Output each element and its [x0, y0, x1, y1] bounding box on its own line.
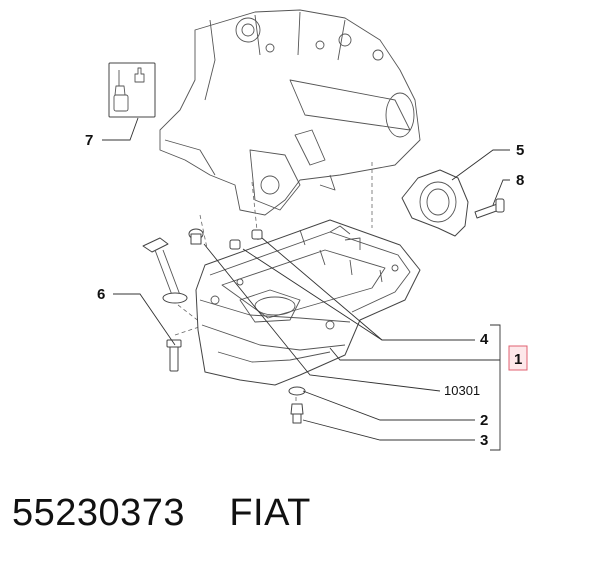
bolt-8	[474, 198, 505, 219]
plugs	[188, 228, 263, 250]
callout-4[interactable]: 4	[480, 331, 489, 348]
engine-block	[159, 9, 421, 216]
sealant-kit	[108, 62, 156, 118]
callout-6[interactable]: 6	[97, 286, 105, 303]
callout-5[interactable]: 5	[516, 142, 524, 159]
leader-lines	[102, 117, 510, 451]
brand-name: FIAT	[229, 492, 311, 534]
bolt-6	[166, 339, 182, 372]
reference-10301[interactable]: 10301	[444, 383, 480, 398]
callout-8[interactable]: 8	[516, 172, 524, 189]
callout-1[interactable]: 1	[514, 351, 522, 368]
oil-pan	[195, 219, 421, 386]
callout-7[interactable]: 7	[85, 132, 93, 149]
dipstick-guide	[142, 237, 188, 304]
callout-1-highlight	[508, 345, 528, 371]
part-caption: 55230373 FIAT	[12, 488, 311, 538]
callout-3[interactable]: 3	[480, 432, 488, 449]
drain-plug	[288, 386, 306, 424]
exploded-parts-diagram: 7 5 8 6 4 1 10301 2 3	[85, 9, 528, 451]
seal-plate	[401, 169, 469, 237]
callout-2[interactable]: 2	[480, 412, 488, 429]
part-number: 55230373	[12, 492, 186, 534]
